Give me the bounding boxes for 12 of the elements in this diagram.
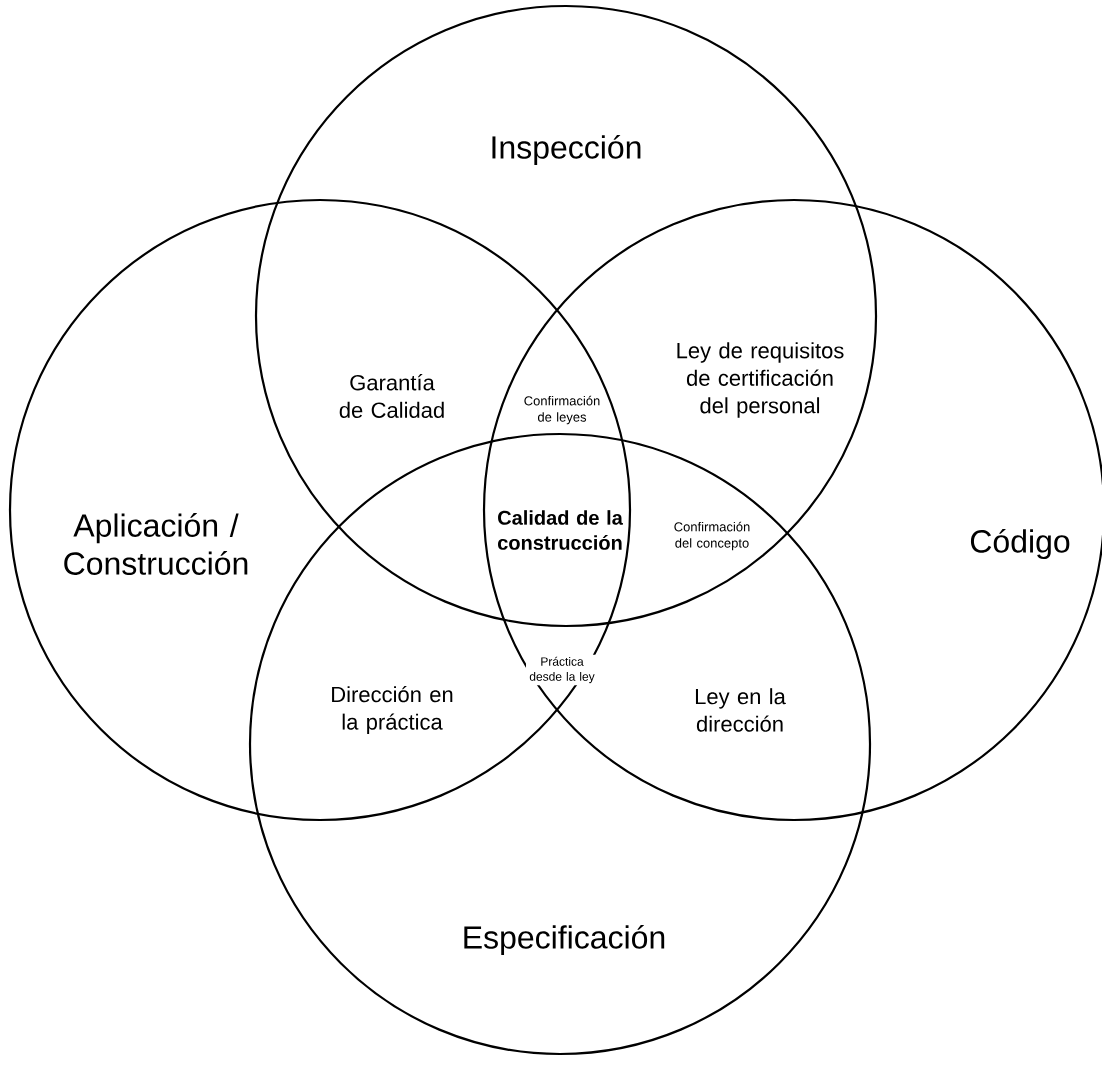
venn-circle	[248, 432, 872, 1056]
circle-title: Código	[970, 528, 1070, 560]
venn-circle	[8, 198, 632, 822]
region-label: Garantía de Calidad	[339, 374, 444, 418]
circle-title: Aplicación / Construcción	[64, 513, 248, 575]
venn-circle	[254, 4, 878, 628]
region-label: Ley de requisitos de certificación del personal	[677, 342, 844, 418]
region-label: Calidad de la construcción	[498, 510, 623, 550]
region-label: Dirección en la práctica	[332, 685, 453, 735]
region-label: Ley en la dirección	[695, 688, 786, 732]
circle-title: Inspección	[492, 134, 641, 166]
circle-title: Especificación	[464, 924, 665, 956]
